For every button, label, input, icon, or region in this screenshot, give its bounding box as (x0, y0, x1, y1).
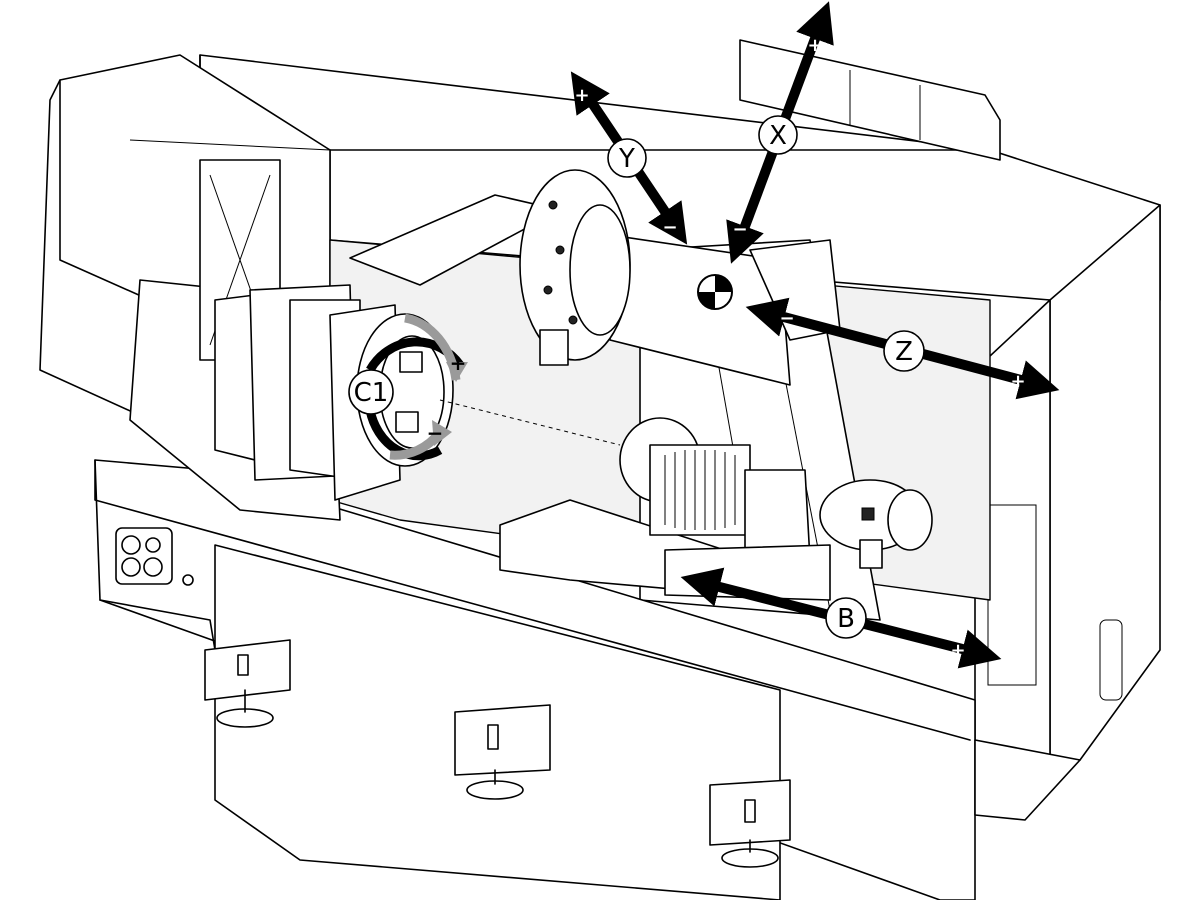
x-axis-circle (758, 115, 798, 155)
x-axis-plus: + (807, 35, 822, 56)
b-axis-plus: + (950, 640, 965, 661)
b-axis-indicator: − + B (680, 567, 1002, 669)
machine-home-icon (697, 274, 733, 310)
c1-axis-indicator: + − C1 (348, 313, 468, 461)
y-axis-indicator: + − Y (570, 71, 688, 245)
c1-axis-label: C1 (354, 378, 389, 408)
y-axis-circle (607, 138, 647, 178)
sub-spindle (499, 417, 933, 601)
z-axis-indicator: − + Z (745, 297, 1060, 400)
c1-axis-plus: + (450, 351, 467, 375)
x-axis-indicator: + − X (726, 1, 834, 264)
y-axis-label: Y (618, 144, 635, 174)
z-axis-minus: − (779, 308, 794, 329)
c1-axis-circle (348, 369, 394, 415)
x-axis-minus: − (732, 219, 747, 240)
leveling-feet (204, 639, 791, 868)
z-axis-circle (883, 330, 925, 372)
foot-right (709, 779, 791, 868)
z-axis-label: Z (895, 337, 913, 367)
x-axis-label: X (769, 121, 787, 151)
b-axis-circle (825, 597, 867, 639)
y-axis-plus: + (574, 85, 589, 106)
b-axis-label: B (837, 604, 855, 634)
main-spindle (129, 159, 621, 521)
z-axis-plus: + (1010, 371, 1025, 392)
c1-axis-minus: − (427, 421, 444, 445)
foot-center (454, 704, 551, 800)
b-axis-minus: − (724, 570, 739, 591)
foot-left (204, 639, 291, 728)
y-axis-minus: − (662, 217, 677, 238)
